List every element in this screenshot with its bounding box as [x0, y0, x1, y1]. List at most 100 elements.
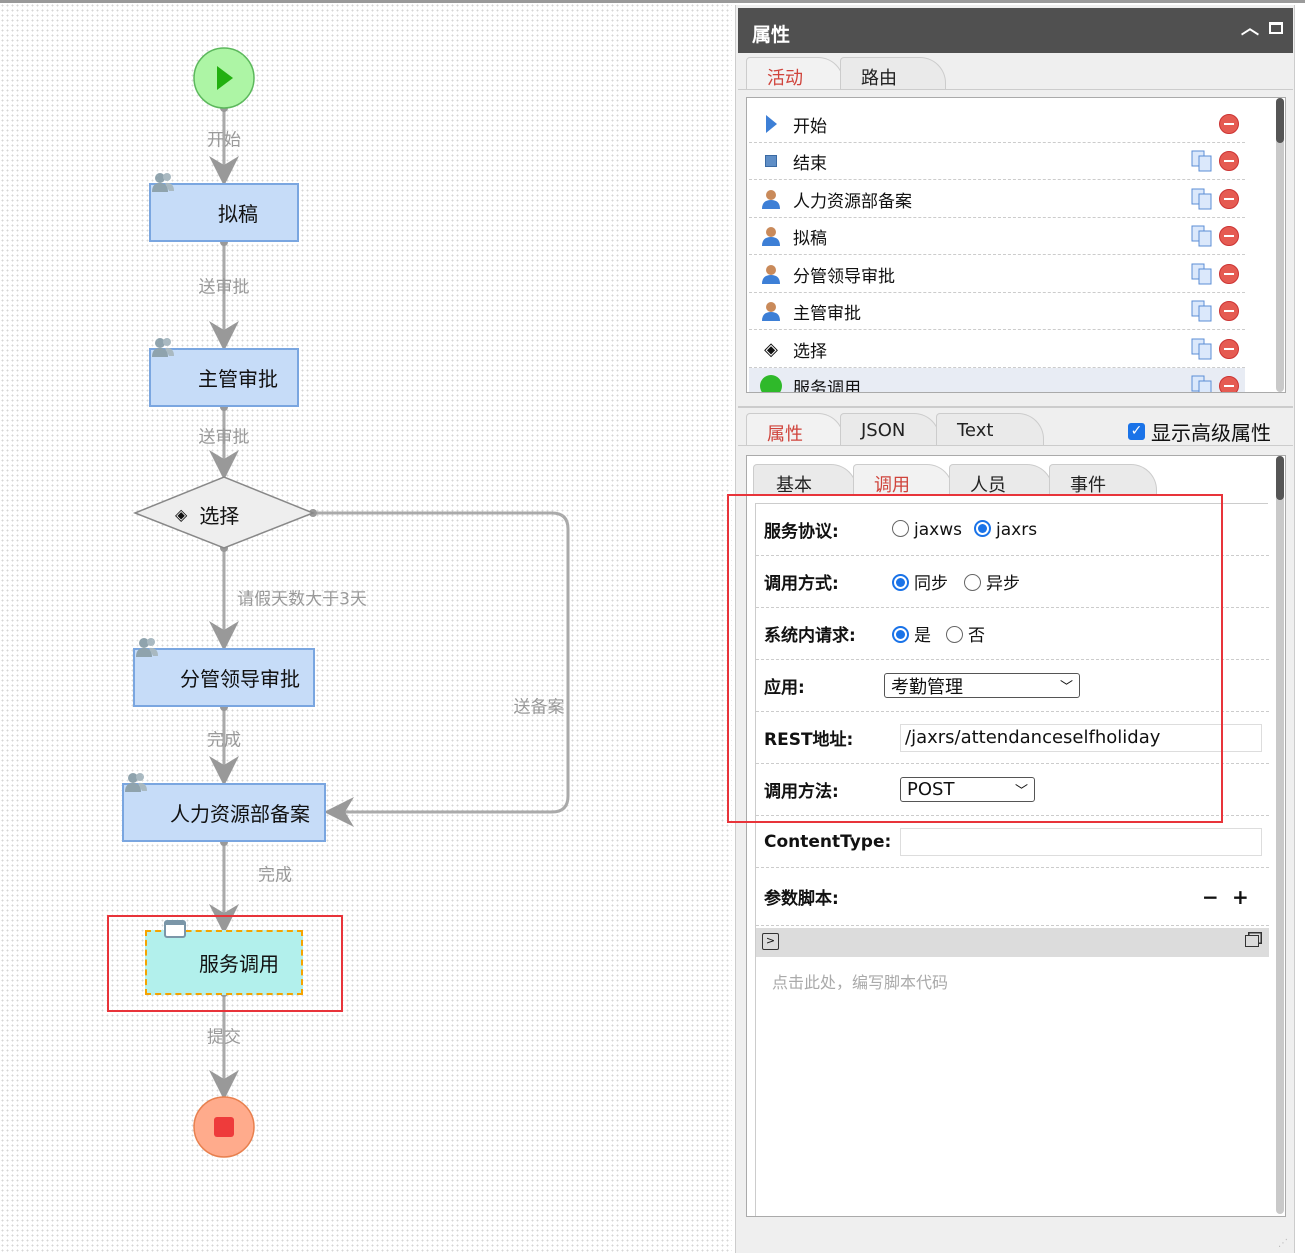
delete-icon[interactable] — [1219, 301, 1239, 321]
list-item[interactable]: 结束 — [749, 143, 1245, 180]
radio-async[interactable]: 异步 — [964, 569, 1020, 594]
content-type-input[interactable] — [900, 827, 1262, 856]
select-value: 考勤管理 — [891, 676, 963, 698]
tab-people[interactable]: 人员 — [949, 464, 1053, 496]
resize-grip-icon[interactable]: ⋰ — [1278, 1238, 1288, 1249]
list-item[interactable]: 拟稿 — [749, 218, 1245, 255]
advanced-toggle[interactable]: ✓ 显示高级属性 — [1128, 417, 1271, 446]
copy-icon[interactable] — [1191, 188, 1213, 210]
stop-icon — [214, 1117, 234, 1137]
method-select[interactable]: POST﹀ — [900, 777, 1035, 802]
delete-icon[interactable] — [1219, 376, 1239, 392]
users-icon — [136, 638, 158, 657]
radio-label: 同步 — [914, 574, 948, 594]
app-select[interactable]: 考勤管理 ﹀ — [884, 673, 1080, 698]
method-row: 调用方法: POST﹀ — [756, 764, 1269, 816]
scrollbar-thumb[interactable] — [1276, 98, 1284, 143]
radio-jaxrs[interactable]: jaxrs — [974, 519, 1037, 540]
top-border — [0, 0, 1305, 3]
delete-icon[interactable] — [1219, 189, 1239, 209]
tab-events[interactable]: 事件 — [1049, 464, 1157, 496]
edge-label: 完成 — [258, 865, 292, 886]
tab-routes[interactable]: 路由 — [840, 57, 946, 89]
delete-icon[interactable] — [1219, 226, 1239, 246]
edges-layer — [132, 47, 570, 1158]
select-value: POST — [907, 779, 955, 800]
protocol-row: 服务协议: jaxws jaxrs — [756, 504, 1269, 556]
service-icon — [759, 375, 783, 392]
list-item[interactable]: 主管审批 — [749, 293, 1245, 330]
node-draft[interactable]: 拟稿 — [149, 173, 299, 242]
copy-icon[interactable] — [1191, 338, 1213, 360]
property-view-tabs: 属性 JSON Text — [746, 413, 1044, 445]
delete-icon[interactable] — [1219, 264, 1239, 284]
tab-basic[interactable]: 基本 — [753, 464, 857, 496]
terminal-icon[interactable]: > — [762, 933, 779, 950]
list-item[interactable]: 开始 — [749, 106, 1245, 143]
tab-activities[interactable]: 活动 — [746, 57, 844, 89]
tab-properties[interactable]: 属性 — [746, 413, 844, 445]
plus-icon[interactable]: + — [1232, 884, 1249, 909]
field-label: 参数脚本: — [764, 889, 839, 909]
minus-icon[interactable]: − — [1202, 884, 1219, 909]
delete-icon[interactable] — [1219, 151, 1239, 171]
script-toolbar: > — [756, 928, 1269, 957]
node-manager-approval[interactable]: 主管审批 — [149, 338, 299, 407]
list-item[interactable]: 人力资源部备案 — [749, 181, 1245, 218]
list-item[interactable]: ◈ 选择 — [749, 331, 1245, 368]
scrollbar-thumb[interactable] — [1276, 456, 1284, 500]
script-editor-placeholder[interactable]: 点击此处，编写脚本代码 — [772, 973, 949, 992]
edge-label: 开始 — [207, 130, 241, 151]
diagram-canvas[interactable]: 开始 送审批 送审批 请假天数大于3天 送备案 完成 完成 提交 拟稿 主管审批… — [0, 3, 732, 1253]
advanced-label: 显示高级属性 — [1151, 421, 1271, 445]
copy-icon[interactable] — [1191, 225, 1213, 247]
end-node[interactable] — [193, 1096, 255, 1158]
radio-no[interactable]: 否 — [946, 621, 985, 646]
delete-icon[interactable] — [1219, 114, 1239, 134]
node-leader-approval[interactable]: 分管领导审批 — [133, 638, 315, 707]
users-icon — [152, 338, 174, 357]
node-label: 主管审批 — [198, 367, 278, 391]
copy-icon[interactable] — [1191, 300, 1213, 322]
radio-label: 是 — [914, 626, 931, 646]
tab-text[interactable]: Text — [936, 413, 1044, 445]
choice-icon: ◈ — [764, 338, 778, 360]
maximize-icon[interactable] — [1269, 22, 1283, 34]
start-node[interactable] — [193, 47, 255, 109]
highlight-box — [727, 494, 1223, 823]
node-label: 人力资源部备案 — [170, 802, 310, 826]
tab-invoke[interactable]: 调用 — [853, 464, 953, 496]
choice-node[interactable] — [132, 476, 316, 549]
delete-icon[interactable] — [1219, 339, 1239, 359]
node-hr-record[interactable]: 人力资源部备案 — [122, 773, 326, 842]
copy-icon[interactable] — [1191, 150, 1213, 172]
panel-title: 属性 — [752, 24, 791, 46]
collapse-icon[interactable]: ︿ — [1241, 18, 1259, 39]
rest-url-input[interactable]: /jaxrs/attendanceselfholiday — [900, 723, 1262, 752]
restore-window-icon[interactable] — [1245, 935, 1259, 947]
node-service-call[interactable]: 服务调用 — [145, 920, 303, 995]
activity-name: 结束 — [793, 153, 827, 174]
list-item[interactable]: 分管领导审批 — [749, 256, 1245, 293]
field-label: ContentType: — [764, 831, 892, 852]
invoke-form: 服务协议: jaxws jaxrs 调用方式: 同步 异步 系统内请求: 是 否… — [755, 503, 1269, 1216]
field-label: 应用: — [764, 678, 805, 698]
radio-yes[interactable]: 是 — [892, 621, 931, 646]
list-scrollbar[interactable] — [1276, 98, 1284, 392]
tab-json[interactable]: JSON — [840, 413, 940, 445]
list-item-selected[interactable]: 服务调用 — [749, 368, 1245, 393]
radio-jaxws[interactable]: jaxws — [892, 519, 962, 540]
field-label: REST地址: — [764, 730, 854, 750]
app-row: 应用: 考勤管理 ﹀ — [756, 660, 1269, 712]
field-label: 服务协议: — [764, 522, 839, 542]
editor-scrollbar[interactable] — [1276, 456, 1284, 1214]
checkbox-checked-icon[interactable]: ✓ — [1128, 423, 1145, 440]
node-label: 选择 — [199, 504, 240, 528]
window-icon — [164, 920, 186, 938]
chevron-down-icon: ﹀ — [1059, 680, 1073, 695]
copy-icon[interactable] — [1191, 263, 1213, 285]
activity-list: 开始 结束 人力资源部备案 拟稿 分管领导审批 主管审批 ◈ 选择 服务调用 — [746, 97, 1286, 393]
edge-line[interactable] — [313, 511, 570, 827]
copy-icon[interactable] — [1191, 375, 1213, 393]
radio-sync[interactable]: 同步 — [892, 569, 948, 594]
